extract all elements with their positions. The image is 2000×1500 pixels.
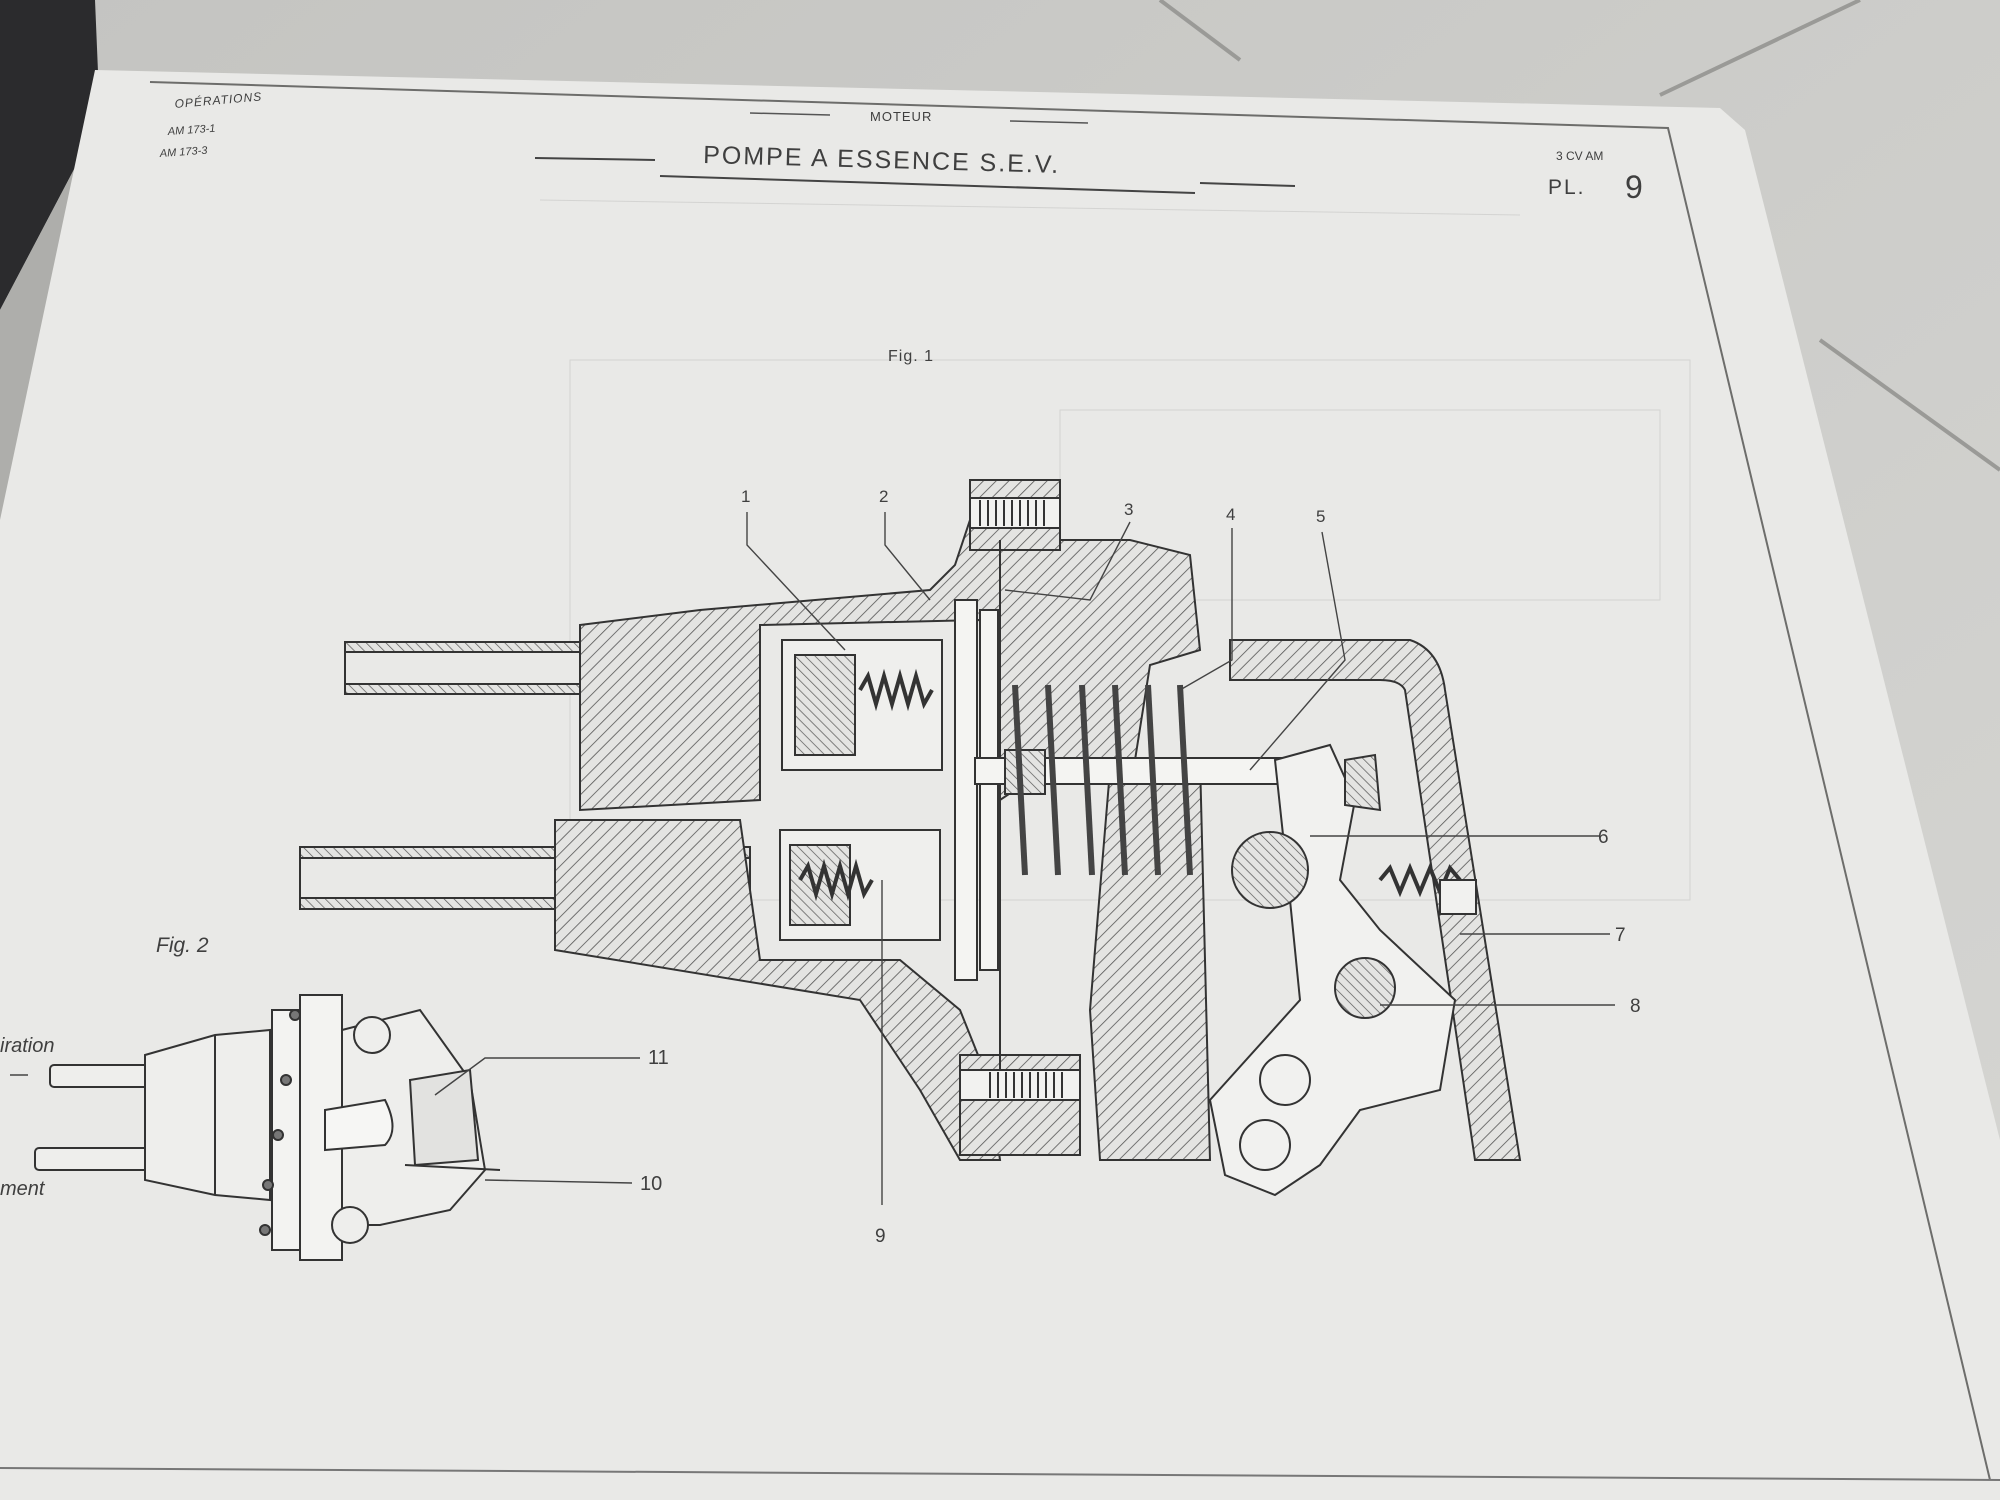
fig2-label-refoulement: ment (0, 1178, 46, 1200)
fig2-pump-side-view (34, 994, 501, 1261)
callout-8: 8 (1630, 996, 1641, 1017)
plate-number: 9 (1625, 169, 1643, 205)
fig2-leaders (10, 1057, 640, 1184)
callout-9: 9 (875, 1226, 886, 1247)
section-heading: MOTEUR (749, 109, 1089, 124)
fig2-callout-10: 10 (640, 1173, 662, 1195)
plate-prefix: PL. (1548, 176, 1586, 199)
fig2-callout-11: 11 (648, 1047, 669, 1069)
callout-1: 1 (741, 487, 750, 506)
fig2-label: Fig. 2 (156, 934, 209, 957)
vehicle-label: 3 CV AM (1556, 149, 1603, 163)
operation-code-2: AM 173-3 (158, 145, 208, 160)
callout-5: 5 (1316, 507, 1325, 526)
tile-joints (1158, 0, 2000, 472)
callout-6: 6 (1598, 827, 1609, 848)
fig1-leaders (746, 512, 1615, 1205)
callout-4: 4 (1226, 505, 1235, 524)
fig1-pump-cutaway (299, 479, 1522, 1197)
callout-3: 3 (1124, 500, 1133, 519)
operation-code-1: AM 173-1 (166, 123, 215, 138)
page-bottom-rule (0, 1467, 2000, 1481)
page-frame (149, 81, 1991, 1481)
callout-2: 2 (879, 487, 888, 506)
binder-cover (0, 0, 100, 310)
fig2-label-aspiration: iration (0, 1035, 54, 1057)
callout-7: 7 (1615, 925, 1626, 946)
section-label: MOTEUR (870, 109, 932, 124)
fig1-label: Fig. 1 (888, 348, 934, 365)
